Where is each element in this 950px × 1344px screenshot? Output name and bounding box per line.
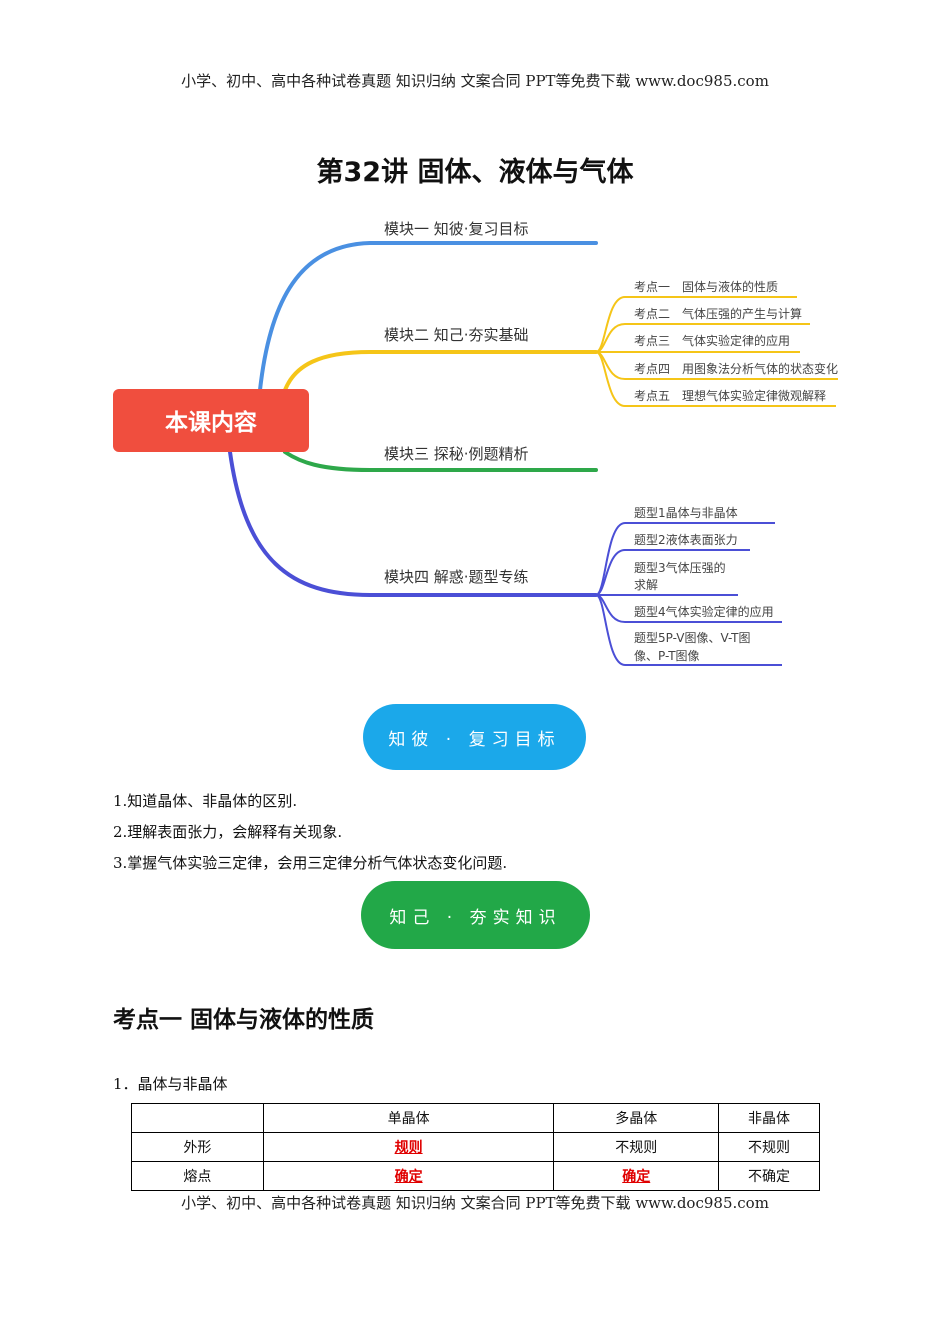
goal-section-banner: 知彼 · 复习目标 xyxy=(363,704,586,770)
tixing-text-4: 题型4气体实验定律的应用 xyxy=(634,604,774,619)
page-title: 第32讲 固体、液体与气体 xyxy=(316,157,634,188)
module-label-1: 模块一 知彼·复习目标 xyxy=(384,220,529,238)
table-header-row: 单晶体 多晶体 非晶体 xyxy=(131,1103,820,1133)
kaodian-tag-5: 考点五 xyxy=(634,389,670,403)
tixing-text-1: 题型1晶体与非晶体 xyxy=(634,506,738,520)
kaodian-text-1: 固体与液体的性质 xyxy=(682,279,778,294)
tixing-connector-2 xyxy=(595,549,750,596)
table-header-cell: 非晶体 xyxy=(718,1103,820,1133)
kaodian-connector-5 xyxy=(595,351,836,407)
kaodian-tag-1: 考点一 xyxy=(634,280,670,294)
kaodian-tag-4: 考点四 xyxy=(634,362,670,376)
answer-text: 确定 xyxy=(394,1169,423,1185)
table-cell: 确定 xyxy=(553,1161,720,1191)
answer-text: 确定 xyxy=(622,1169,651,1185)
table-cell: 熔点 xyxy=(131,1161,264,1191)
base-section-banner: 知己 · 夯实知识 xyxy=(361,881,590,949)
branch-curve-1 xyxy=(258,241,598,392)
table-cell: 不规则 xyxy=(553,1132,720,1162)
goal-item-1: 1.知道晶体、非晶体的区别. xyxy=(113,792,298,810)
table-header-cell: 单晶体 xyxy=(262,1103,555,1133)
kaodian-text-2: 气体压强的产生与计算 xyxy=(682,306,802,321)
table-header-cell: 多晶体 xyxy=(553,1103,720,1133)
answer-text: 规则 xyxy=(394,1140,423,1156)
kaodian-text-3: 气体实验定律的应用 xyxy=(682,333,790,348)
kaodian-text-5: 理想气体实验定律微观解释 xyxy=(682,388,826,403)
table-cell: 不确定 xyxy=(718,1161,820,1191)
branch-curve-3 xyxy=(283,450,598,472)
kaodian-connector-2 xyxy=(595,323,810,353)
tixing-text-3a: 题型3气体压强的 xyxy=(634,560,726,575)
page-footer: 小学、初中、高中各种试卷真题 知识归纳 文案合同 PPT等免费下载 www.do… xyxy=(0,1192,950,1213)
tixing-text-3b: 求解 xyxy=(634,578,658,592)
tixing-text-2: 题型2液体表面张力 xyxy=(634,532,738,547)
kaodian-text-4: 用图象法分析气体的状态变化 xyxy=(682,361,838,376)
kaodian-tag-3: 考点三 xyxy=(634,334,670,348)
mindmap-root-label: 本课内容 xyxy=(165,409,257,436)
crystal-comparison-table: 单晶体 多晶体 非晶体 外形 规则 不规则 不规则 熔点 确定 确定 不确定 xyxy=(131,1103,820,1191)
goal-section-banner-label: 知彼 · 复习目标 xyxy=(388,729,561,750)
goal-item-2: 2.理解表面张力，会解释有关现象. xyxy=(113,823,343,841)
table-cell: 确定 xyxy=(262,1161,555,1191)
table-row: 外形 规则 不规则 不规则 xyxy=(131,1132,820,1162)
table-cell: 规则 xyxy=(262,1132,555,1162)
table-cell: 不规则 xyxy=(718,1132,820,1162)
table-row: 熔点 确定 确定 不确定 xyxy=(131,1161,820,1191)
section-heading: 考点一 固体与液体的性质 xyxy=(113,1007,375,1033)
kaodian-tag-2: 考点二 xyxy=(634,307,670,321)
base-section-banner-label: 知己 · 夯实知识 xyxy=(389,907,562,928)
module-label-4: 模块四 解惑·题型专练 xyxy=(384,568,529,586)
tixing-text-5a: 题型5P-V图像、V-T图 xyxy=(634,631,751,645)
mind-map: 本课内容 模块一 知彼·复习目标 模块二 知己·夯实基础 模块三 探秘·例题精析… xyxy=(113,220,838,666)
tixing-connector-5 xyxy=(595,594,782,666)
table-header-cell xyxy=(131,1103,264,1133)
tixing-text-5b: 像、P-T图像 xyxy=(634,649,700,663)
sub-heading: 1．晶体与非晶体 xyxy=(113,1075,228,1093)
mindmap-root-box xyxy=(113,389,309,452)
module-label-3: 模块三 探秘·例题精析 xyxy=(384,445,529,463)
goal-item-3: 3.掌握气体实验三定律，会用三定律分析气体状态变化问题. xyxy=(113,854,508,872)
module-label-2: 模块二 知己·夯实基础 xyxy=(384,326,529,344)
branch-curve-2 xyxy=(283,350,598,392)
table-cell: 外形 xyxy=(131,1132,264,1162)
page-header: 小学、初中、高中各种试卷真题 知识归纳 文案合同 PPT等免费下载 www.do… xyxy=(181,72,769,90)
branch-curve-4 xyxy=(228,450,598,597)
